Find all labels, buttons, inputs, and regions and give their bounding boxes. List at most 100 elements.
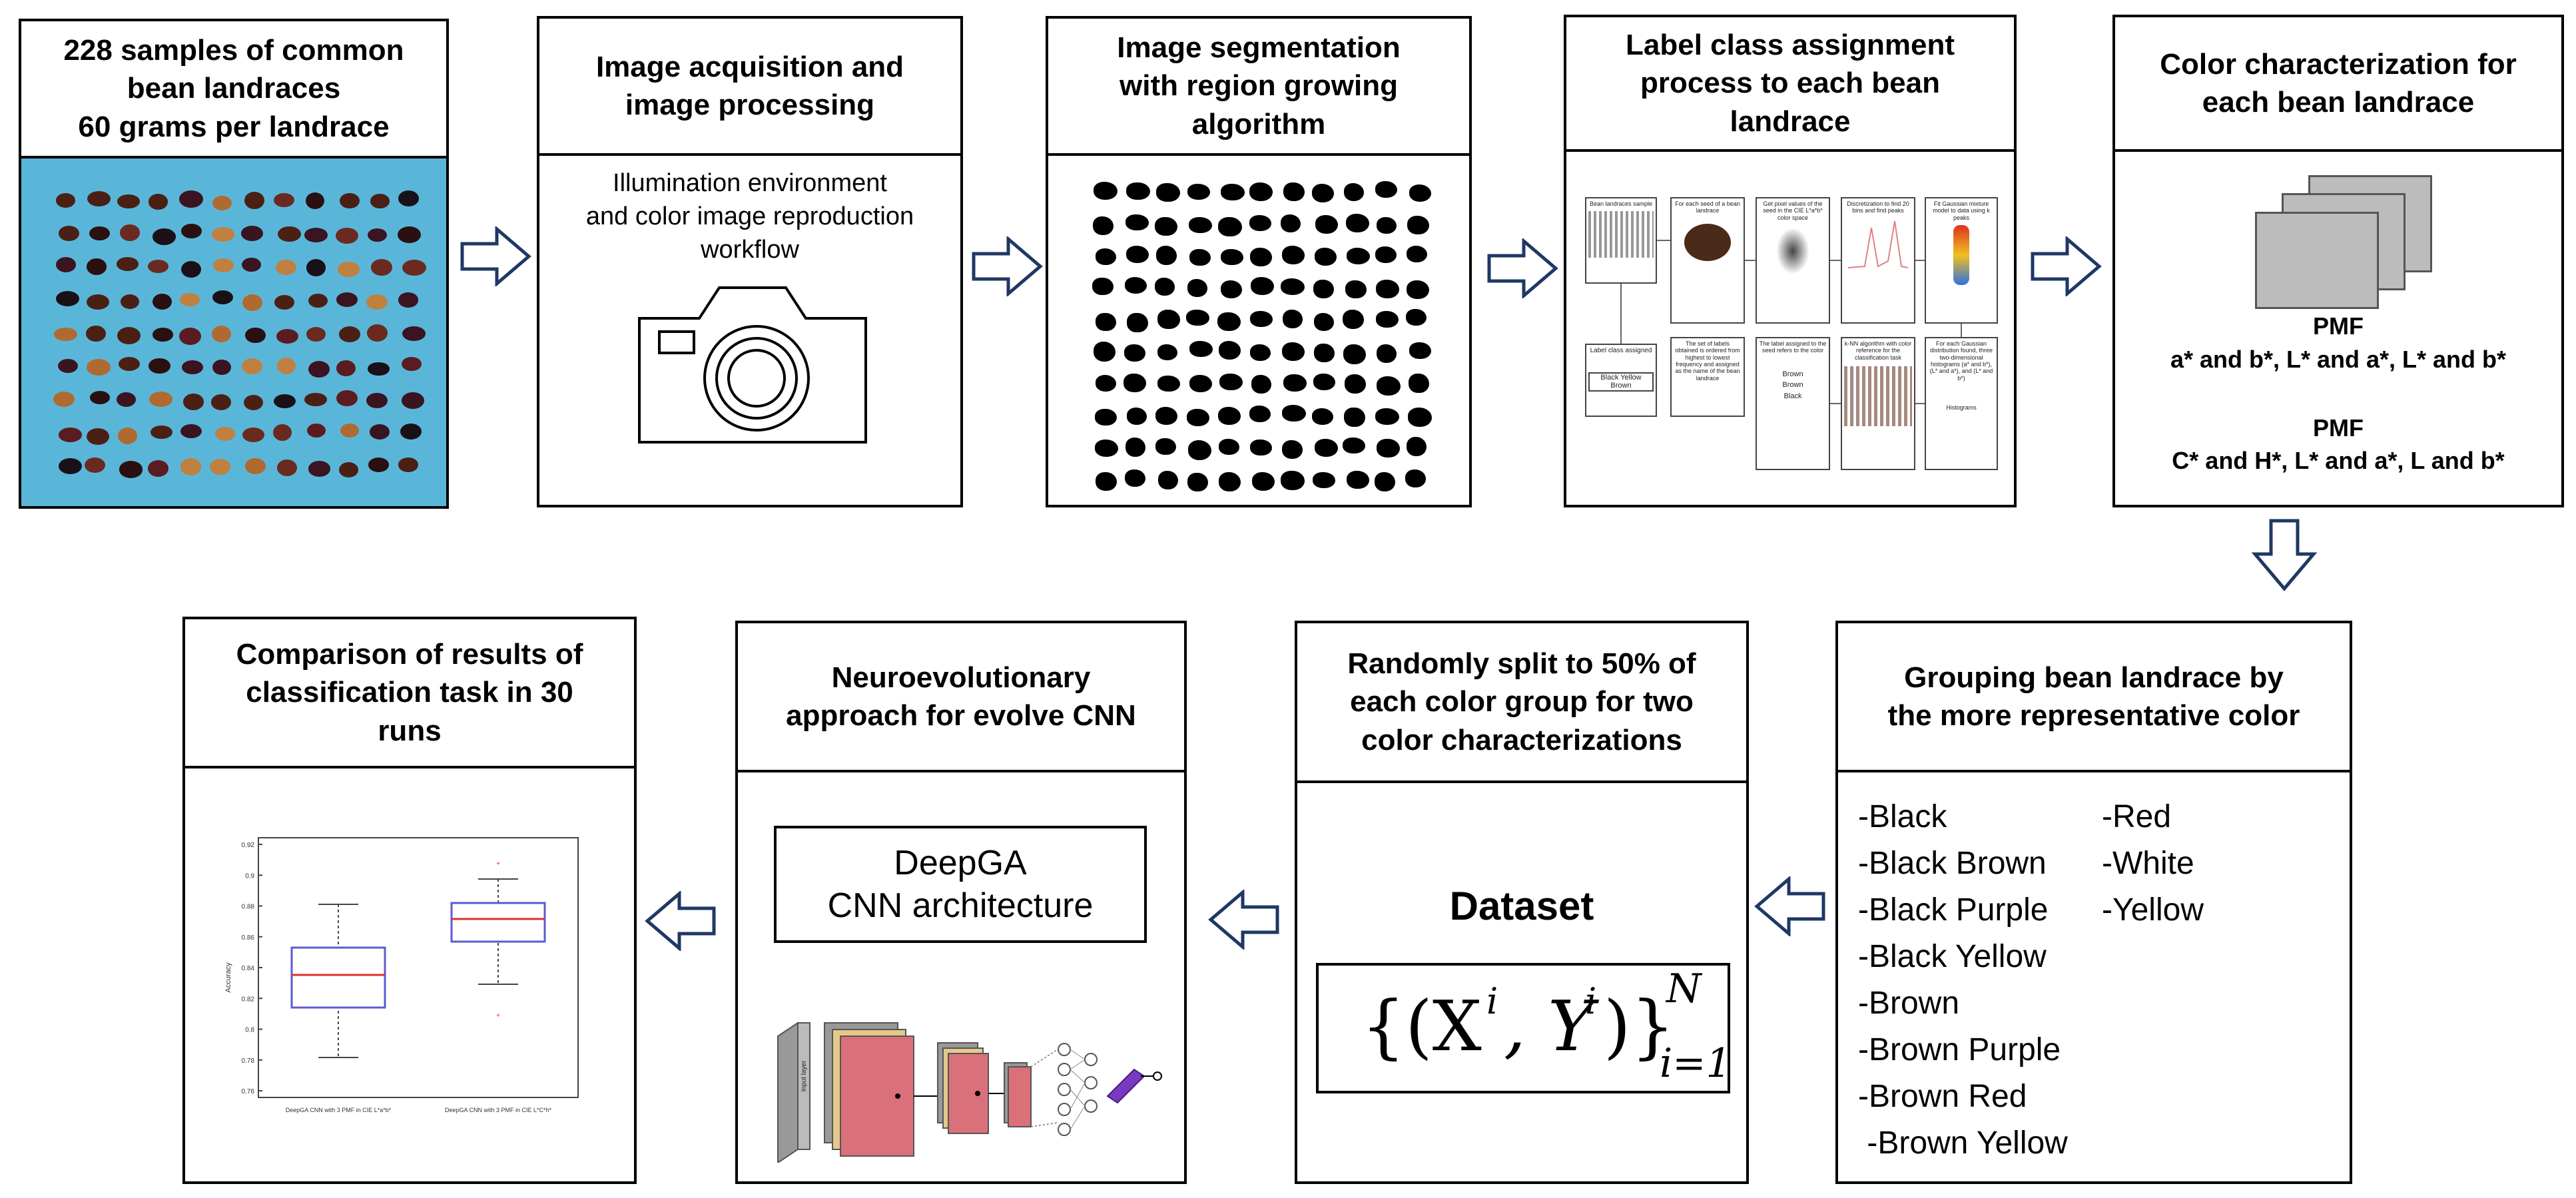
bean-seed — [147, 259, 169, 273]
step-samples-title: 228 samples of common bean landraces 60 … — [21, 21, 446, 158]
acquisition-description: Illumination environment and color image… — [585, 169, 914, 264]
segmented-seed — [1314, 439, 1339, 457]
segmented-seed — [1249, 182, 1273, 201]
color-group-item: -Brown — [1858, 986, 1960, 1021]
segmented-seed — [1250, 310, 1273, 327]
bean-seed — [276, 328, 298, 344]
segmented-seed — [1251, 374, 1271, 394]
segmented-seed — [1343, 438, 1366, 454]
segmented-seed — [1313, 312, 1335, 331]
segmented-seed — [1188, 216, 1213, 234]
step-dataset-split: Randomly split to 50% of each color grou… — [1295, 621, 1749, 1184]
svg-text:+: + — [496, 860, 500, 868]
segmented-seed — [1405, 469, 1426, 487]
bean-seed — [85, 457, 105, 473]
segmented-seed — [1093, 342, 1116, 362]
color-group-item: -Yellow — [2102, 892, 2204, 928]
segmented-seed — [1219, 471, 1241, 491]
bean-seed — [336, 292, 358, 308]
mini-bean-sample: Bean landraces sample — [1585, 197, 1657, 284]
segmented-seed — [1092, 277, 1114, 296]
segmented-seed — [1093, 216, 1114, 236]
mini-knn: k-NN algorithm with color reference for … — [1841, 337, 1915, 470]
bean-seed — [212, 227, 235, 242]
segmented-seed — [1343, 183, 1364, 201]
label-assignment-flow: Bean landraces sample For each seed of a… — [1585, 177, 1998, 483]
bean-seed — [54, 327, 77, 341]
segmented-seed — [1157, 344, 1178, 361]
bean-seed — [89, 390, 111, 405]
color-list-2: -Red-White-Yellow — [2102, 794, 2204, 934]
bean-seed — [180, 260, 202, 278]
y-tick-label: 0.76 — [242, 1088, 255, 1095]
bean-seed — [213, 258, 234, 272]
bean-seed — [117, 327, 141, 344]
segmented-seed — [1406, 280, 1429, 299]
segmented-seed — [1313, 374, 1335, 390]
segmented-seed — [1281, 278, 1305, 295]
bean-seed — [367, 228, 388, 242]
bean-seed — [304, 228, 328, 242]
arrow-left-icon — [1754, 876, 1825, 936]
segmented-seed — [1093, 182, 1118, 200]
bean-seed — [212, 195, 232, 211]
camera-icon — [638, 286, 867, 444]
bean-seed — [336, 390, 358, 407]
color-group-item: -Black Purple — [1858, 892, 2049, 928]
segmented-seed — [1375, 181, 1397, 198]
step-samples: 228 samples of common bean landraces 60 … — [19, 19, 449, 509]
bean-seed — [368, 362, 390, 376]
segmented-seed — [1281, 246, 1305, 265]
segmented-seed — [1407, 407, 1432, 427]
mini-discretization: Discretization to find 20 bins and find … — [1841, 197, 1915, 324]
segmented-seed — [1312, 408, 1334, 426]
arrow-down-icon — [2251, 519, 2318, 591]
y-tick-label: 0.8 — [245, 1027, 254, 1034]
segmented-seed — [1187, 278, 1207, 297]
bean-seed — [398, 190, 420, 207]
bean-seed — [241, 358, 263, 375]
segmented-seed — [1345, 280, 1367, 299]
segmented-seed — [1280, 470, 1305, 491]
pmf-lab-text: a* and b*, L* and a*, L* and b* — [2170, 346, 2507, 373]
segmented-seed — [1095, 471, 1117, 491]
bean-seed — [180, 424, 202, 439]
bean-seed — [273, 193, 294, 208]
segmented-seed — [1374, 472, 1395, 492]
segmented-seed — [1315, 214, 1338, 234]
step-segmentation: Image segmentation with region growing a… — [1046, 16, 1472, 507]
segmented-seed — [1096, 312, 1116, 332]
segmented-seed — [1311, 184, 1334, 202]
bean-seed — [211, 394, 232, 410]
arrow-left-icon — [645, 891, 716, 951]
segmented-seed — [1094, 439, 1118, 457]
segmented-seed — [1189, 248, 1211, 266]
bean-seed — [273, 394, 296, 409]
cnn-input-label: Input layer — [801, 1060, 808, 1091]
y-tick-label: 0.84 — [242, 965, 255, 972]
segmented-seed — [1218, 406, 1241, 425]
step-label-assignment-title: Label class assignment process to each b… — [1566, 17, 2014, 152]
bean-seed — [274, 294, 294, 310]
pmf-lab-title: PMF — [2313, 312, 2364, 340]
bean-seed — [121, 294, 140, 309]
step-acquisition: Image acquisition and image processing I… — [537, 16, 963, 507]
segmented-seed — [1375, 310, 1399, 328]
pmf-lch-text: C* and H*, L* and a*, L and b* — [2172, 447, 2505, 474]
bean-seed — [275, 259, 296, 275]
segmented-seed — [1282, 440, 1303, 459]
bean-seed — [245, 327, 266, 344]
bean-seed — [398, 292, 418, 308]
bean-seed — [338, 326, 361, 342]
segmented-seed — [1409, 373, 1429, 394]
bean-seed — [244, 192, 264, 210]
bean-seed — [148, 194, 168, 210]
bean-seed — [211, 325, 232, 343]
bean-seed — [119, 461, 143, 478]
bean-seed — [306, 259, 326, 276]
bean-seed — [245, 457, 266, 474]
segmented-seed — [1124, 344, 1145, 362]
segmented-seed — [1313, 279, 1335, 298]
segmented-seed — [1376, 280, 1400, 299]
mini-gaussian-mixture: Fit Gaussian mixture model to data using… — [1925, 197, 1998, 324]
